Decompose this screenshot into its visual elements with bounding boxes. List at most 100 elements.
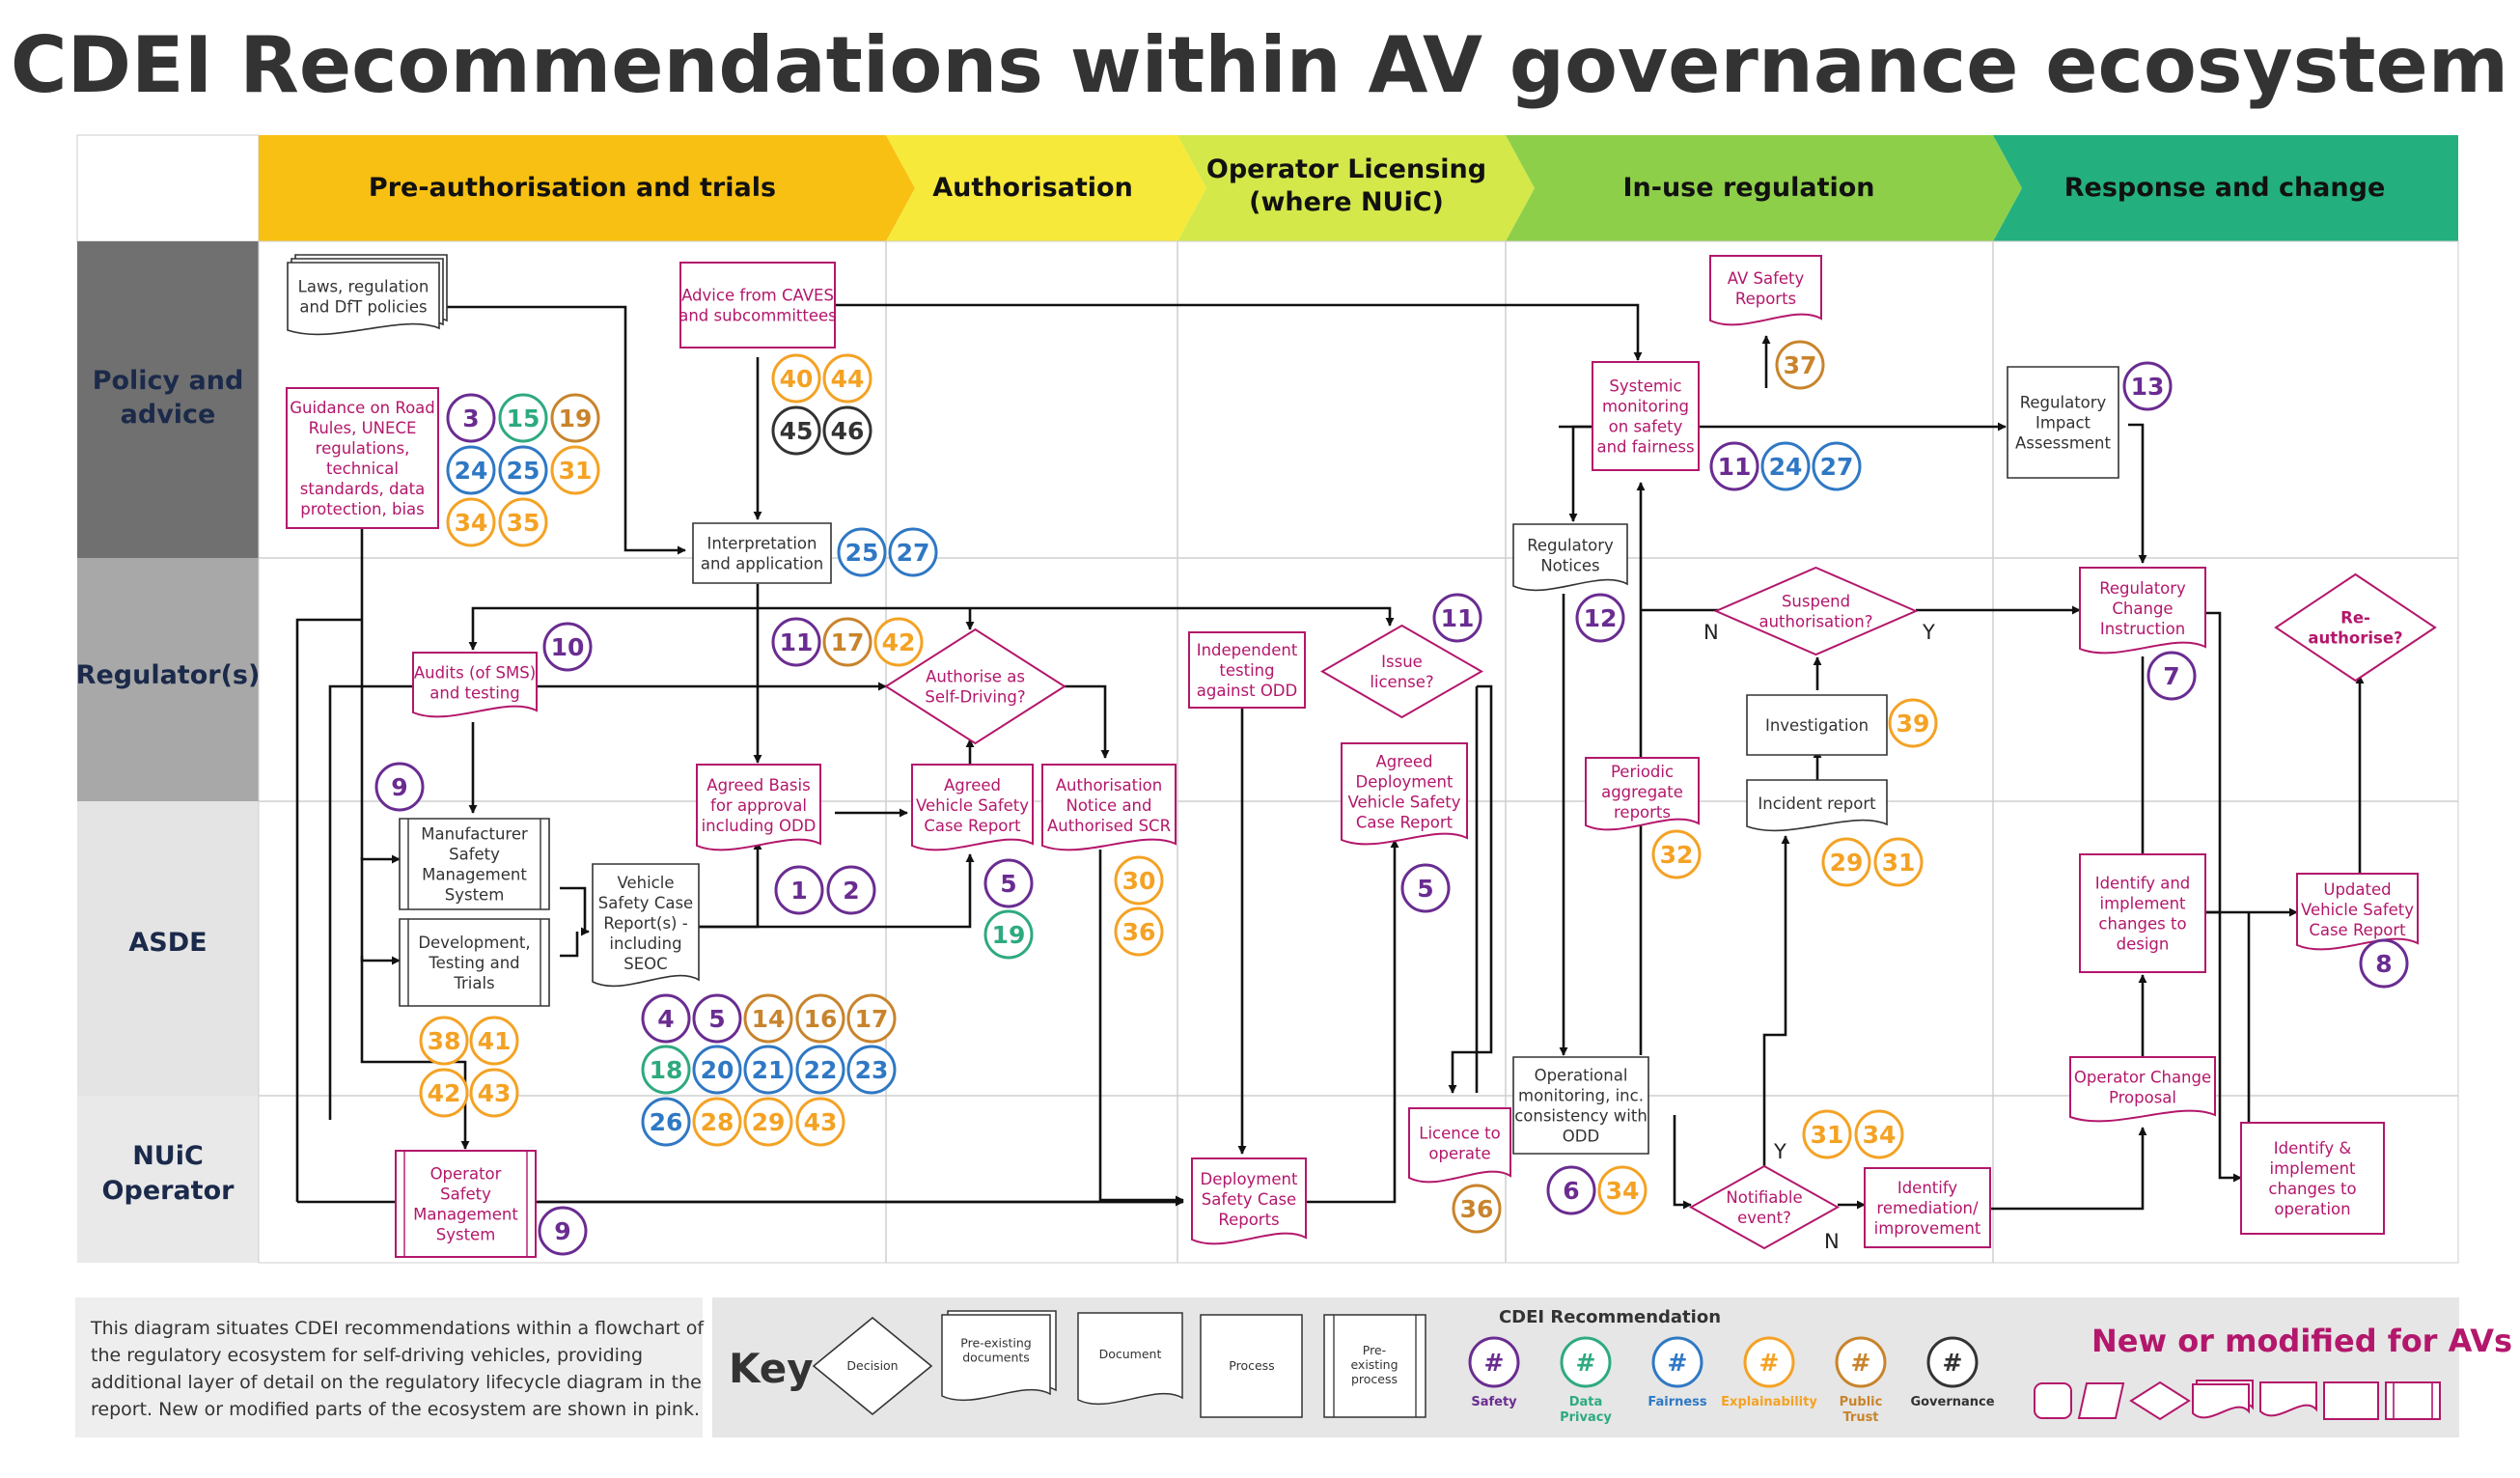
box-text: Incident report [1758,795,1876,813]
badge-number: 31 [1882,849,1916,877]
key-rec-label: Data [1569,1395,1603,1409]
key-rec-title: CDEI Recommendation [1499,1307,1721,1327]
badge-number: 10 [551,633,585,661]
key-process-shape [1200,1314,1303,1418]
badge-ring [822,405,872,456]
caption-line-2: the regulatory ecosystem for self-drivin… [91,1345,643,1366]
badge-number: 26 [650,1108,683,1136]
box-text: Independent [1197,641,1298,659]
badge-number: 43 [478,1079,512,1107]
box-text: Reports [1735,290,1796,308]
box-shape [1341,742,1468,846]
badge-number: 25 [507,457,540,485]
badge-number: 25 [845,539,879,567]
badge-guidance: 35 [498,497,548,547]
badge-vscr: 4 [641,993,691,1044]
box-text: Authorisation [1056,776,1162,795]
box-text: Development, [418,934,530,952]
badge-vscr: 22 [795,1045,845,1095]
key-rec-ring [1926,1336,1979,1388]
key-rec-label: Privacy [1560,1410,1612,1425]
box-text: Identify & [2274,1139,2352,1157]
badge-guidance: 25 [498,445,548,495]
key-rec-symbol: # [1668,1349,1688,1377]
badge-systemic: 11 [1709,441,1759,491]
badge-ring [795,1045,845,1095]
box-text: Management [422,866,527,884]
box-shape [1191,1157,1307,1245]
badge-number: 21 [752,1056,786,1084]
key-rec-ring [1560,1336,1612,1388]
badge-ring [542,622,593,672]
badge-vscr: 28 [692,1097,742,1147]
key-rec-label: Safety [1471,1395,1517,1409]
phase-bg-authorisation [886,135,1206,241]
badge-vscr: 43 [795,1097,845,1147]
badge-number: 34 [1606,1177,1640,1205]
box-text: Deployment [1201,1170,1298,1188]
box-shape [2274,572,2437,683]
box-text: and DfT policies [299,298,427,317]
box-shape [884,627,1066,745]
badge-caves: 46 [822,405,872,456]
badge-agreed-vscr: 19 [983,909,1034,960]
badge-number: 39 [1897,710,1930,738]
badge-number: 6 [1563,1177,1579,1205]
badge-number: 7 [2163,662,2179,690]
badge-ring [837,527,887,577]
box-text: Agreed [944,776,1001,795]
box-audits: Audits (of SMS)and testing [412,652,538,718]
box-text: Operator Change [2074,1069,2211,1087]
badge-ring [826,865,876,915]
box-text: changes to [2098,915,2186,934]
badge-agreed-basis: 1 [774,865,824,915]
badge-ring [1821,837,1871,887]
badge-ring [743,993,793,1044]
badge-number: 42 [428,1079,461,1107]
key-new-process [2323,1381,2379,1420]
badge-ring [888,527,938,577]
badge-number: 46 [831,417,865,445]
box-shape [1041,764,1177,851]
box-text: Change [2112,600,2173,618]
key-process-text: Process [1229,1358,1274,1373]
badge-ring [374,762,425,812]
box-text: System [445,886,505,905]
key-decision-text: Decision [846,1358,898,1373]
box-text: improvement [1874,1219,1981,1238]
badge-osms: 9 [538,1206,588,1256]
badge-ring [873,617,924,667]
box-shape [412,652,538,718]
box-text: implement [2269,1159,2356,1178]
key-preexisting-process-text: existing [1350,1357,1398,1372]
badge-ring [692,1097,742,1147]
badge-number: 14 [752,1005,786,1033]
box-text: Case Report [2309,921,2406,939]
box-text: Notice and [1066,796,1151,815]
box-text: Assessment [2015,434,2112,453]
badge-devtest: 38 [419,1016,469,1066]
badge-agreed-vscr: 5 [983,858,1034,908]
key-new-parallelogram [2077,1382,2125,1419]
box-text: Periodic [1611,763,1674,781]
decision-labels: N Y Y N [1703,621,1935,1253]
badge-ring [1802,1109,1852,1159]
box-text: Safety Case [598,894,693,912]
box-text: Manufacturer [421,825,528,844]
key-rec-label: Trust [1842,1410,1878,1425]
box-text: Licence to [1419,1125,1501,1143]
badge-number: 19 [559,404,593,432]
box-text: Vehicle [617,874,674,892]
badge-vscr: 29 [743,1097,793,1147]
box-shape [911,764,1034,851]
box-shape [1746,694,1888,756]
box-text: Safety Case [1202,1190,1296,1209]
badge-number: 4 [657,1005,674,1033]
lane-asde: ASDE [128,928,207,958]
badge-ring [743,1045,793,1095]
badge-number: 36 [1122,918,1156,946]
